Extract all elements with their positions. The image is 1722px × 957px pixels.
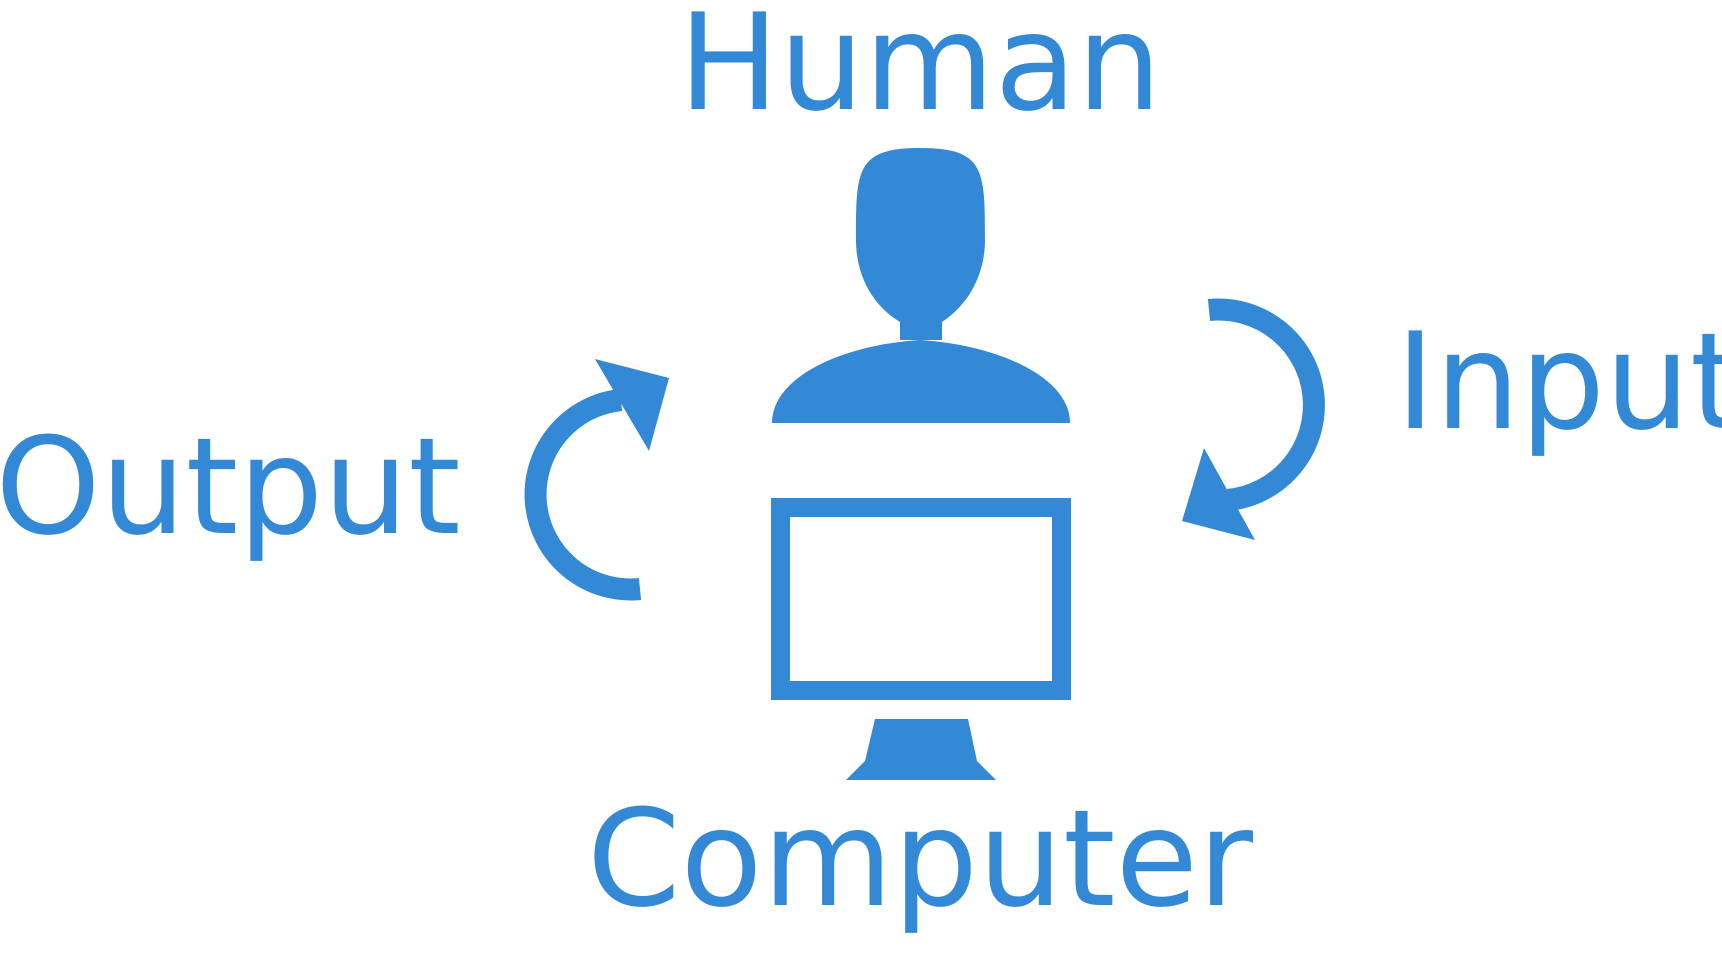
monitor-frame (771, 498, 1071, 700)
output-label: Output (0, 409, 461, 565)
input-label: Input (1395, 304, 1722, 460)
monitor-icon (771, 498, 1071, 780)
person-icon (772, 148, 1070, 423)
counterclockwise-arrow-icon (524, 359, 669, 601)
human-label: Human (678, 0, 1162, 141)
person-shoulders (772, 340, 1070, 423)
clockwise-arrow-icon (1182, 298, 1325, 540)
monitor-stand (846, 719, 996, 780)
computer-label: Computer (586, 781, 1254, 937)
person-head (856, 148, 985, 340)
